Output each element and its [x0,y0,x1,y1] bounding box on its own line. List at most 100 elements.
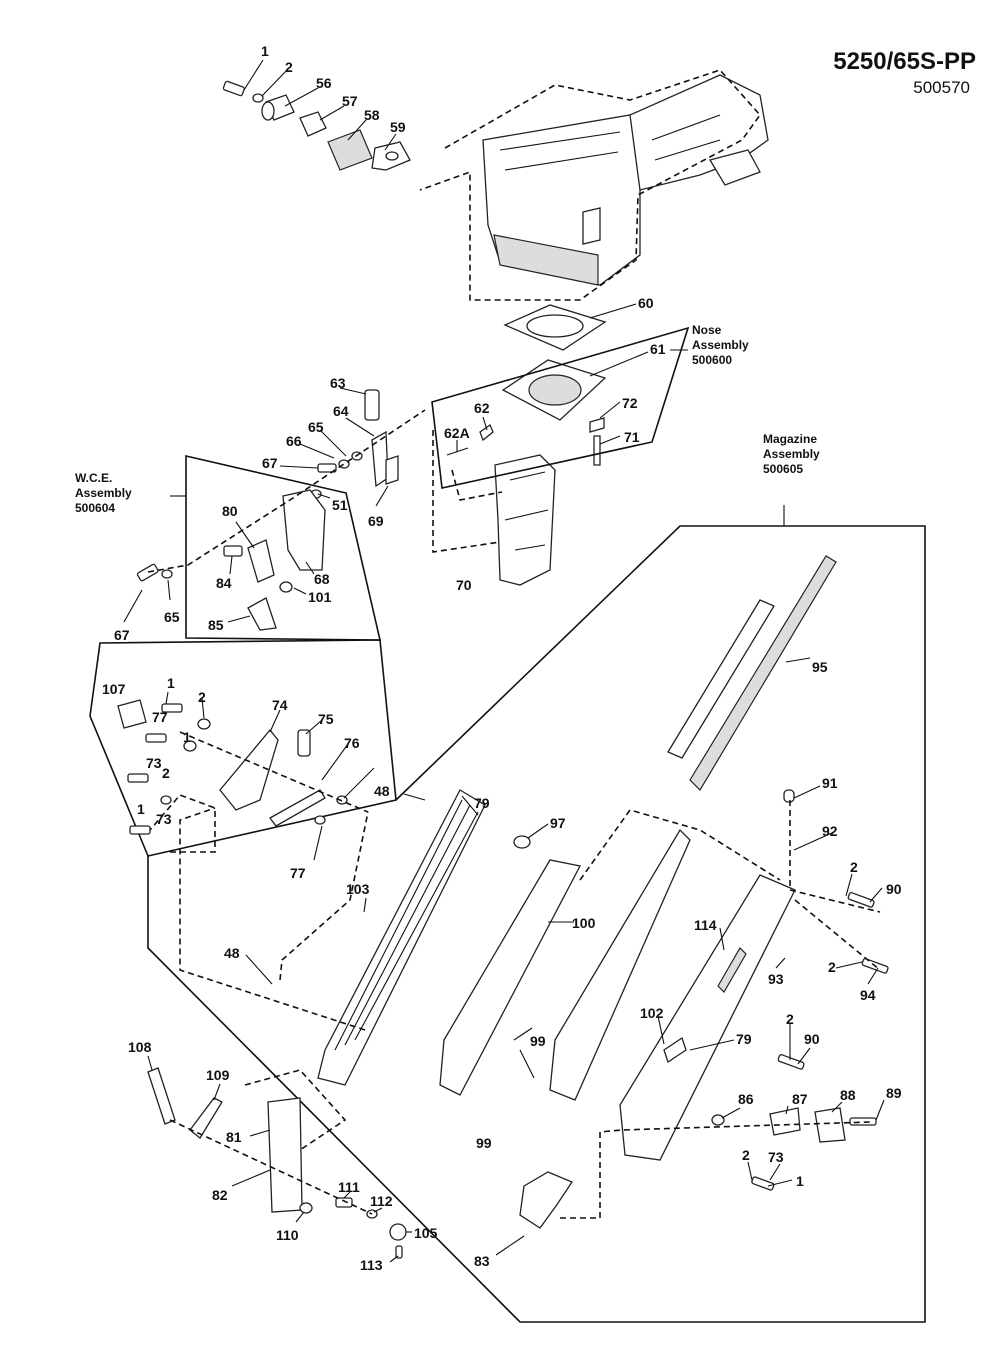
nose-assembly-line1: Nose [692,323,722,337]
callout-label: 71 [624,429,640,445]
callout-label: 89 [886,1085,902,1101]
magazine-assembly-line1: Magazine [763,432,818,446]
callout-label: 107 [102,681,126,697]
callout-label: 2 [285,59,293,75]
callout-label: 83 [474,1253,490,1269]
lower-left-parts [147,1067,407,1259]
callout-label: 101 [308,589,332,605]
trigger-parts [117,699,348,835]
callout-label: 94 [860,987,876,1003]
nose-assembly-number: 500600 [692,353,733,367]
callout-label: 64 [333,403,349,419]
callout-label: 79 [474,795,490,811]
callout-label: 84 [216,575,232,591]
callout-label: 2 [786,1011,794,1027]
callout-label: 82 [212,1187,228,1203]
callout-label: 67 [114,627,130,643]
callout-label: 77 [152,709,168,725]
callout-label: 2 [828,959,836,975]
callout-label: 1 [183,729,191,745]
housing-drawing [482,74,769,286]
callout-label: 73 [768,1149,784,1165]
callout-label: 1 [137,801,145,817]
callout-label: 65 [164,609,180,625]
callout-label: 81 [226,1129,242,1145]
callout-label: 59 [390,119,406,135]
callout-label: 77 [290,865,306,881]
callout-label: 57 [342,93,358,109]
callout-label: 48 [374,783,390,799]
callout-label: 67 [262,455,278,471]
callout-label: 51 [332,497,348,513]
model-number: 5250/65S-PP [833,48,976,75]
nose-plate-group [446,304,607,586]
callout-label: 95 [812,659,828,675]
callout-label: 79 [736,1031,752,1047]
callout-label: 60 [638,295,654,311]
wce-assembly-line1: W.C.E. [75,471,113,485]
callout-label: 75 [318,711,334,727]
callout-label: 65 [308,419,324,435]
callout-label: 111 [338,1179,360,1195]
nose-assembly-line2: Assembly [692,338,749,352]
callout-label: 48 [224,945,240,961]
callout-label: 87 [792,1091,808,1107]
upper-fastener-group [222,80,411,171]
callout-label: 1 [796,1173,804,1189]
callout-label: 85 [208,617,224,633]
callout-label: 58 [364,107,380,123]
callout-label: 86 [738,1091,754,1107]
callout-label: 108 [128,1039,152,1055]
callout-label: 62 [474,400,490,416]
callout-label: 66 [286,433,302,449]
callout-label: 92 [822,823,838,839]
callout-label: 99 [530,1033,546,1049]
callout-label: 61 [650,341,666,357]
callout-label: 113 [360,1257,383,1273]
callout-label: 112 [370,1193,393,1209]
callout-label: 74 [272,697,288,713]
callout-label: 91 [822,775,838,791]
leader-lines [123,59,885,1263]
callout-label: 102 [640,1005,664,1021]
callout-label: 62A [444,425,470,441]
magazine-assembly-label: Magazine Assembly 500605 [763,432,820,477]
callout-label: 68 [314,571,330,587]
wce-assembly-line2: Assembly [75,486,132,500]
callout-label: 100 [572,915,596,931]
magazine-parts [317,555,889,1229]
magazine-assembly-line2: Assembly [763,447,820,461]
callout-label: 56 [316,75,332,91]
callout-label: 76 [344,735,360,751]
callout-label: 72 [622,395,638,411]
callout-label: 80 [222,503,238,519]
nose-assembly-label: Nose Assembly 500600 [692,323,749,368]
callout-label: 73 [146,755,162,771]
callout-label: 97 [550,815,566,831]
callout-label: 1 [261,43,269,59]
callout-label: 90 [804,1031,820,1047]
callout-label: 69 [368,513,384,529]
callout-label: 105 [414,1225,438,1241]
callout-label: 90 [886,881,902,897]
callout-label: 103 [346,881,370,897]
callout-labels: 1 2 56 57 58 59 60 61 62 62A 72 71 63 64… [102,43,902,1273]
callout-label: 2 [162,765,170,781]
magazine-assembly-number: 500605 [763,462,804,476]
callout-label: 2 [850,859,858,875]
callout-label: 2 [198,689,206,705]
callout-label: 109 [206,1067,230,1083]
wce-assembly-label: W.C.E. Assembly 500604 [75,471,132,516]
callout-label: 88 [840,1087,856,1103]
document-number: 500570 [913,78,970,97]
callout-label: 73 [156,811,172,827]
wce-assembly-number: 500604 [75,501,116,515]
callout-label: 110 [276,1227,299,1243]
callout-label: 2 [742,1147,750,1163]
callout-label: 70 [456,577,472,593]
callout-label: 93 [768,971,784,987]
callout-label: 114 [694,917,717,933]
callout-label: 1 [167,675,175,691]
